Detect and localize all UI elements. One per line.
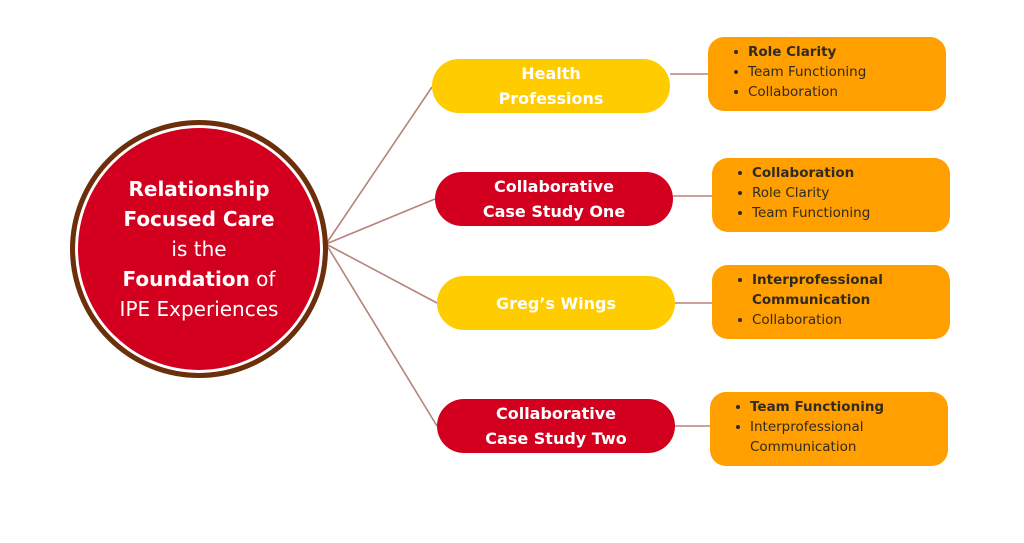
- center-line-1: Relationship: [128, 177, 270, 201]
- topic-item: Collaboration: [736, 163, 940, 183]
- topic-item: Team Functioning: [734, 397, 938, 417]
- branch-pill-case-study-two: Collaborative Case Study Two: [437, 399, 675, 453]
- branch-label: Health Professions: [498, 64, 604, 108]
- connector-center-to-health-professions: [325, 86, 433, 245]
- center-line-3: is the: [171, 237, 227, 261]
- center-line-2: Focused Care: [123, 207, 275, 231]
- topic-item: Collaboration: [736, 310, 940, 330]
- topic-item: Collaboration: [732, 82, 936, 102]
- topics-box-case-study-one: Collaboration Role Clarity Team Function…: [712, 158, 950, 232]
- connector-center-to-case-study-two: [325, 243, 438, 427]
- topic-item: Interprofessional Communication: [734, 417, 880, 457]
- branch-label: Collaborative Case Study One: [482, 177, 626, 221]
- connector-center-to-case-study-one: [325, 198, 436, 245]
- branch-label: Greg’s Wings: [496, 293, 616, 313]
- branch-pill-gregs-wings: Greg’s Wings: [437, 276, 675, 330]
- topic-item: Team Functioning: [736, 203, 940, 223]
- topic-item: Role Clarity: [732, 42, 936, 62]
- topics-box-case-study-two: Team Functioning Interprofessional Commu…: [710, 392, 948, 466]
- center-line-4-bold: Foundation: [122, 267, 250, 291]
- center-line-5: IPE Experiences: [119, 297, 279, 321]
- center-circle: Relationship Focused Care is the Foundat…: [70, 120, 328, 378]
- center-line-4-rest: of: [249, 267, 276, 291]
- topic-item: Role Clarity: [736, 183, 940, 203]
- topic-item: Interprofessional Communication: [736, 270, 902, 310]
- branch-pill-health-professions: Health Professions: [432, 59, 670, 113]
- center-line-4: Foundation of: [89, 264, 309, 294]
- topic-item: Team Functioning: [732, 62, 936, 82]
- connector-center-to-gregs-wings: [325, 243, 438, 304]
- center-text: Relationship Focused Care is the Foundat…: [89, 174, 309, 324]
- branch-pill-case-study-one: Collaborative Case Study One: [435, 172, 673, 226]
- branch-label: Collaborative Case Study Two: [485, 404, 627, 448]
- topics-box-gregs-wings: Interprofessional Communication Collabor…: [712, 265, 950, 339]
- topics-box-health-professions: Role Clarity Team Functioning Collaborat…: [708, 37, 946, 111]
